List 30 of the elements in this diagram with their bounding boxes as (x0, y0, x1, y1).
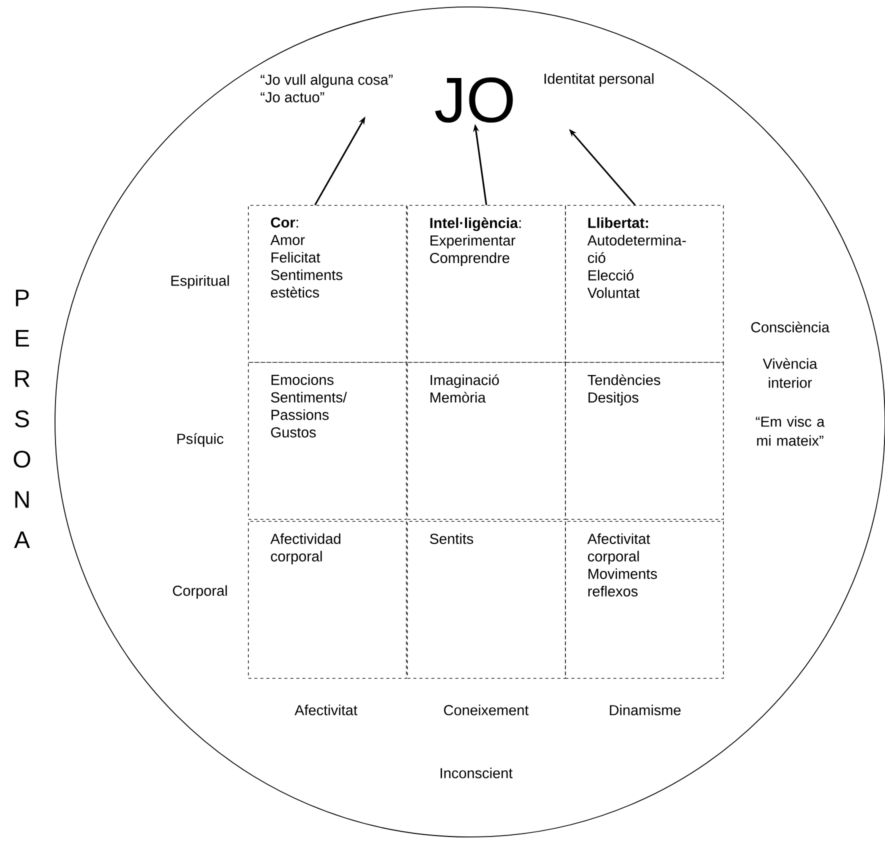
row-label: Corporal (172, 585, 227, 599)
grid-cell: Emocions Sentiments/ Passions Gustos (248, 362, 407, 520)
quote-text: “Jo vull alguna cosa” “Jo actuo” (260, 74, 393, 102)
column-label: Coneixement (444, 704, 529, 716)
side-note: Consciència (751, 322, 830, 332)
grid-cell: Cor: Amor Felicitat Sentiments estètics (248, 204, 407, 363)
row-label: Psíquic (177, 433, 224, 447)
vertical-letter: O (14, 450, 30, 468)
side-note: “Em visc a mi mateix” (756, 416, 825, 446)
vertical-letter: A (14, 532, 30, 548)
side-note: Vivència interior (762, 358, 818, 388)
grid-cell: Tendències Desitjos (565, 362, 724, 520)
grid-cell: Afectividad corporal (248, 520, 407, 679)
row-label: Espiritual (171, 275, 229, 289)
vertical-letter: P (16, 290, 29, 306)
vertical-letter: E (16, 330, 29, 347)
vertical-letter: S (15, 410, 29, 428)
grid-cell: Intel·ligència: Experimentar Comprendre (407, 204, 566, 363)
circle-outline (54, 6, 885, 838)
column-label: Dinamisme (610, 704, 681, 716)
vertical-letter: R (15, 370, 30, 387)
grid-cell: Llibertat: Autodetermina-ció Elecció Voluntat (565, 204, 724, 363)
vertical-letter: N (15, 491, 29, 508)
grid-cell: Afectivitat corporal Moviments reflexos (565, 520, 724, 679)
grid-cell: Sentits (407, 520, 566, 679)
bottom-label: Inconscient (440, 768, 513, 778)
identity-text: Identitat personal (544, 73, 654, 87)
heading-text: JO (435, 77, 513, 123)
grid-cell: Imaginació Memòria (407, 362, 566, 520)
column-label: Afectivitat (294, 704, 358, 716)
